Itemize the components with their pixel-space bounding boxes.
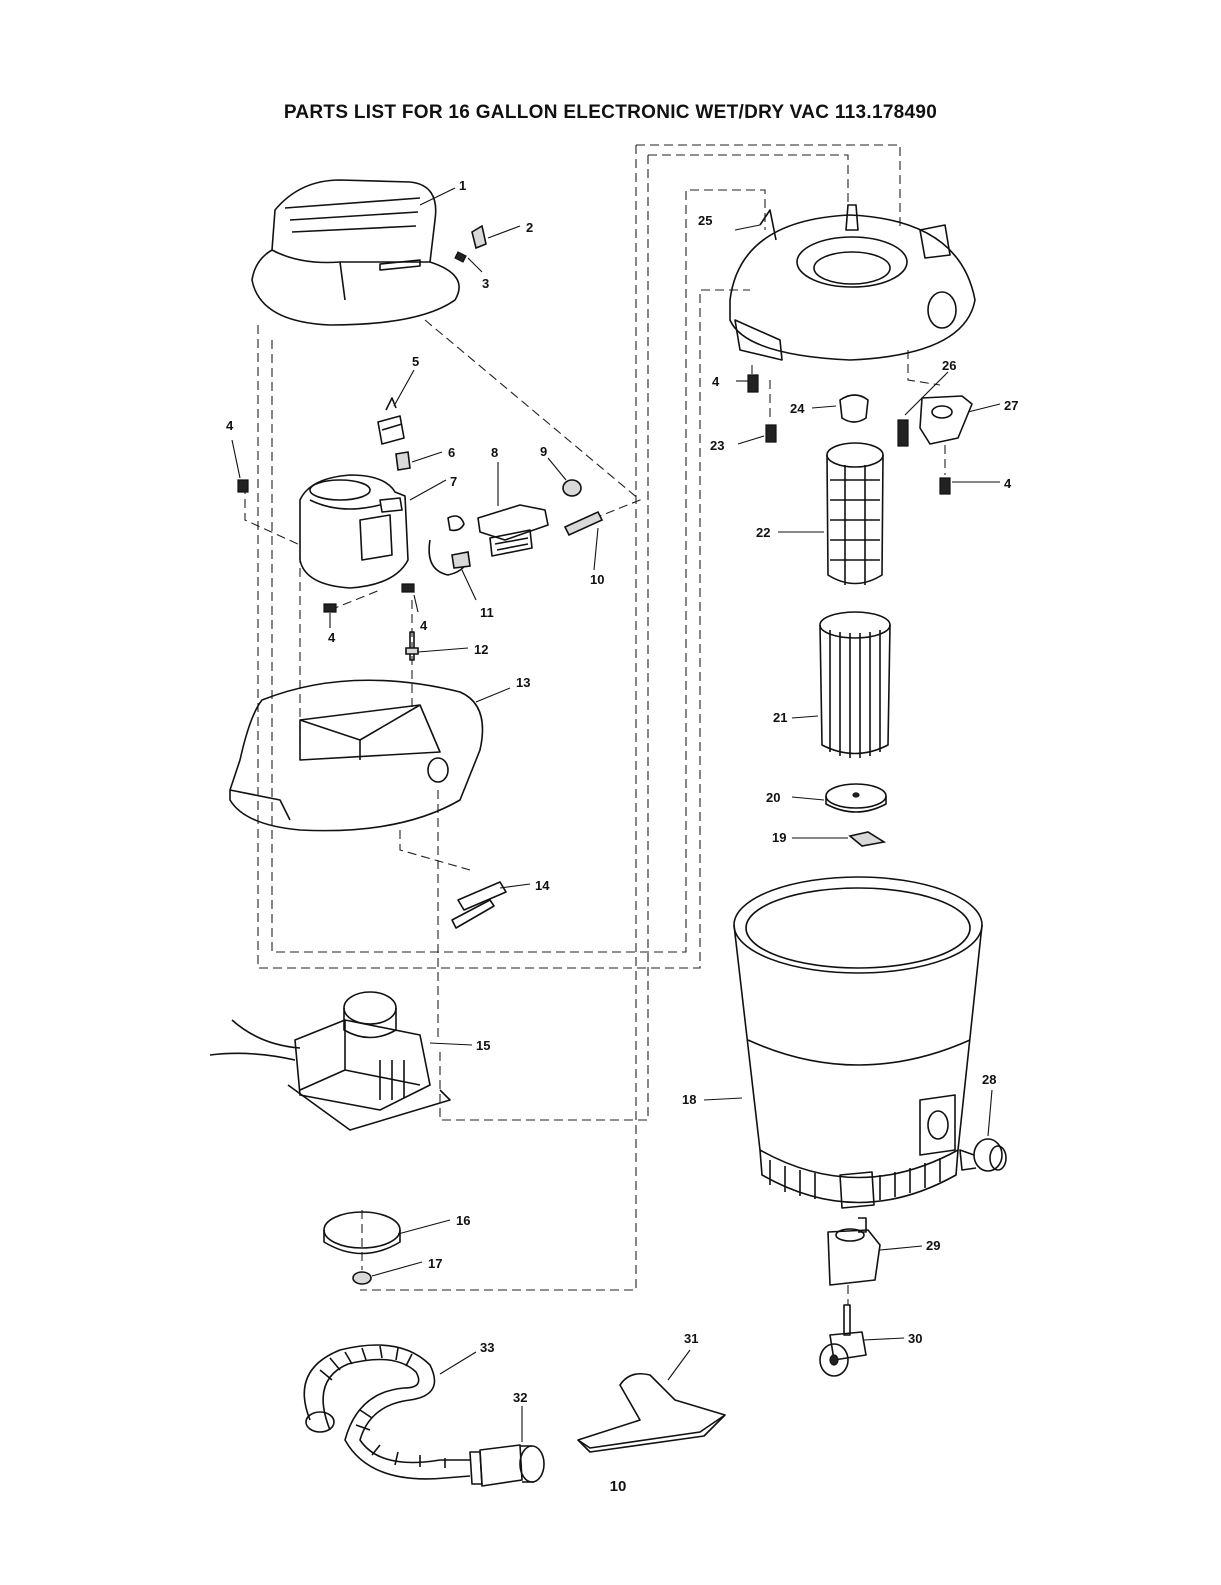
callout-26: 26 [942,358,956,373]
part-1-motor-cover [252,180,459,325]
callout-33: 33 [480,1340,494,1355]
callout-32: 32 [513,1390,527,1405]
callout-15: 15 [476,1038,490,1053]
part-8-circuit-bracket [448,505,548,556]
callout-17: 17 [428,1256,442,1271]
part-2-clip [472,226,486,248]
callout-19: 19 [772,830,786,845]
part-31-floor-nozzle [578,1374,725,1452]
part-30-caster [820,1305,866,1376]
part-21-pleated-filter [820,612,890,758]
callout-24: 24 [790,401,805,416]
part-26-screw [898,420,908,446]
part-17-nut [353,1272,371,1284]
part-19-float-clip [850,832,884,846]
callout-18: 18 [682,1092,696,1107]
part-32-hose-adapter [470,1445,544,1486]
callout-10: 10 [590,572,604,587]
callout-5: 5 [412,354,419,369]
part-28-drain-cap [960,1139,1006,1171]
part-20-filter-disc [826,784,886,812]
part-11-wire-connector [429,540,470,575]
callout-2: 2 [526,220,533,235]
callout-23: 23 [710,438,724,453]
part-24-float [840,395,868,422]
part-15-motor [210,992,450,1130]
callout-9: 9 [540,444,547,459]
callout-16: 16 [456,1213,470,1228]
callout-30: 30 [908,1331,922,1346]
page-number: 10 [598,1478,638,1495]
callout-28: 28 [982,1072,996,1087]
part-7-motor-housing [300,475,408,588]
callout-8: 8 [491,445,498,460]
leader-lines [232,188,1000,1442]
part-9-knob [563,480,581,496]
part-10-pin [565,512,602,535]
part-13-lid [230,680,483,830]
callout-29: 29 [926,1238,940,1253]
part-5-switch [378,398,404,444]
callout-labels: 1 2 3 4 5 6 7 8 9 10 11 12 13 14 15 16 1… [226,178,1018,1405]
part-14-latch [452,882,506,928]
callout-14: 14 [535,878,550,893]
callout-22: 22 [756,525,770,540]
part-3-screw [455,252,466,262]
callout-6: 6 [448,445,455,460]
part-23-screw [766,425,776,442]
part-29-caster-socket [828,1218,880,1285]
part-33-hose [304,1345,470,1479]
callout-4b: 4 [712,374,720,389]
callout-20: 20 [766,790,780,805]
callout-3: 3 [482,276,489,291]
callout-7: 7 [450,474,457,489]
callout-12: 12 [474,642,488,657]
callout-25: 25 [698,213,712,228]
part-22-filter-cage [827,443,883,585]
callout-13: 13 [516,675,530,690]
callout-4e: 4 [420,618,428,633]
callout-31: 31 [684,1331,698,1346]
callout-4a: 4 [226,418,234,433]
part-25-filter-cage-lid [730,205,975,360]
part-6-clip [396,452,410,470]
callout-4c: 4 [1004,476,1012,491]
callout-4d: 4 [328,630,336,645]
callout-11: 11 [480,605,494,620]
callout-21: 21 [773,710,787,725]
callout-27: 27 [1004,398,1018,413]
part-27-bracket [920,396,972,444]
callout-1: 1 [459,178,466,193]
part-18-tank [734,877,982,1208]
